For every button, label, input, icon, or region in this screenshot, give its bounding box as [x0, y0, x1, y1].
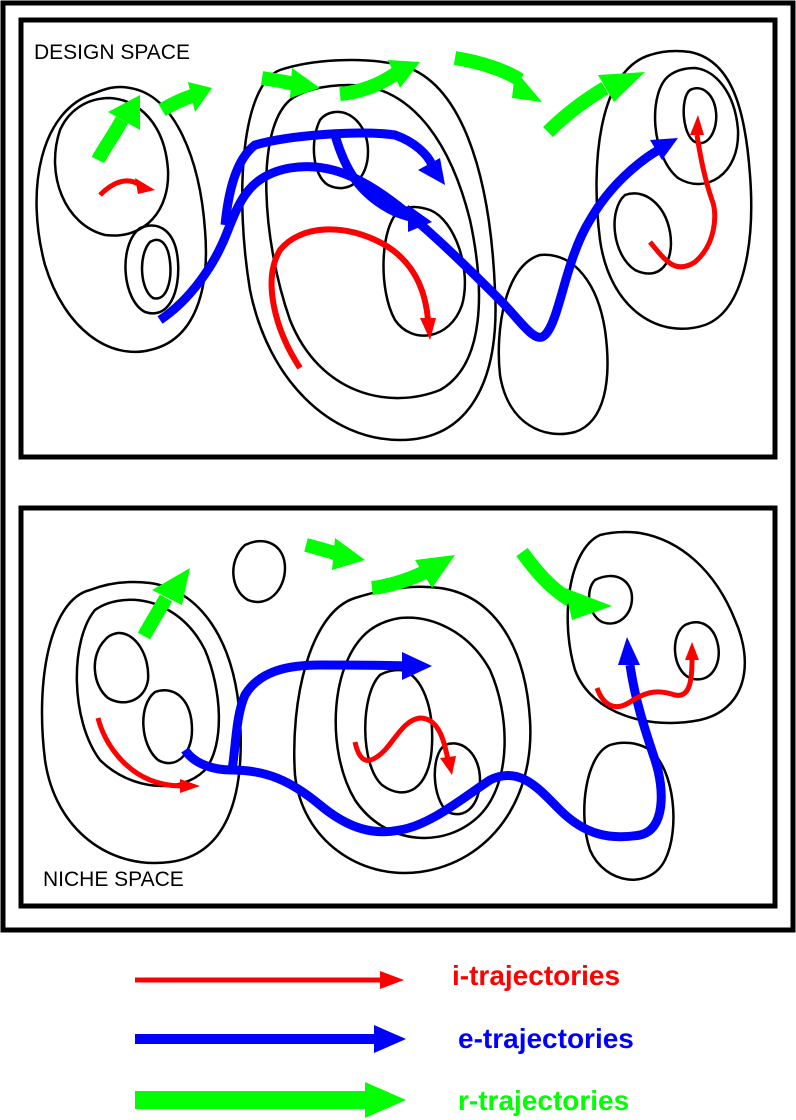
region-outline — [93, 631, 150, 704]
i-trajectory-arrowhead — [180, 779, 200, 793]
i-trajectories-group — [98, 115, 718, 370]
design-space-label: DESIGN SPACE — [34, 41, 190, 64]
e-trajectory-arrowhead — [650, 138, 678, 160]
r-trajectory — [543, 81, 609, 137]
region-outline — [334, 616, 506, 840]
i-trajectory — [648, 134, 718, 270]
e-trajectory-arrowhead — [408, 205, 432, 232]
r-trajectory-arrowhead — [188, 82, 212, 112]
region-outline — [124, 224, 180, 315]
e-trajectory-arrowhead — [418, 158, 445, 185]
r-trajectory — [339, 66, 403, 101]
i-trajectory — [268, 226, 431, 370]
legend-item-i: i-trajectories — [135, 960, 620, 991]
r-trajectory-arrowhead — [565, 588, 612, 620]
r-trajectory-arrowhead — [152, 568, 190, 605]
region-outline — [232, 539, 287, 603]
legend-e-arrowhead — [374, 1025, 406, 1053]
e-trajectory — [157, 144, 665, 342]
region-outline — [75, 598, 221, 788]
e-trajectory-arrowhead — [618, 637, 640, 665]
r-trajectory-arrowhead — [290, 68, 320, 98]
r-trajectory — [516, 547, 574, 607]
design-space-border — [18, 17, 778, 460]
r-trajectory-arrowhead — [332, 538, 365, 570]
r-trajectory — [137, 594, 173, 640]
e-trajectories-group — [181, 637, 666, 842]
legend-i-label: i-trajectories — [452, 960, 620, 991]
i-trajectory-arrowhead — [420, 318, 436, 340]
r-trajectory — [260, 71, 298, 91]
legend-item-r: r-trajectories — [135, 1082, 629, 1118]
r-trajectory-arrowhead — [108, 95, 140, 130]
e-trajectory — [220, 128, 437, 226]
r-trajectory-arrowhead — [512, 70, 542, 102]
e-trajectory — [227, 660, 406, 771]
r-trajectory — [371, 565, 428, 595]
e-trajectory — [181, 664, 666, 842]
r-trajectory — [158, 89, 195, 117]
i-trajectory — [352, 715, 451, 763]
r-trajectories-group — [91, 51, 645, 164]
region-outline — [653, 66, 740, 186]
region-outline — [566, 530, 747, 725]
r-trajectory-arrowhead — [598, 72, 645, 102]
region-outline — [53, 96, 170, 237]
outer-frame — [0, 0, 796, 933]
region-outline — [497, 253, 609, 436]
i-trajectory — [95, 717, 183, 789]
region-outline — [40, 580, 242, 865]
legend-i-arrowhead — [380, 971, 404, 989]
region-outline — [140, 238, 172, 300]
r-trajectory — [91, 116, 129, 164]
i-trajectory — [98, 178, 142, 197]
niche-space-border — [18, 505, 778, 909]
legend-e-label: e-trajectories — [458, 1023, 634, 1054]
r-trajectories-group — [137, 538, 612, 640]
region-outline — [613, 192, 673, 275]
region-outline — [673, 621, 720, 681]
r-trajectory-arrowhead — [415, 555, 455, 588]
r-trajectory — [304, 538, 341, 561]
region-outline — [682, 87, 718, 145]
i-trajectory-arrowhead — [690, 115, 704, 135]
r-trajectory — [453, 51, 524, 86]
region-outline — [433, 742, 482, 816]
i-trajectory — [594, 659, 695, 709]
region-outline — [35, 85, 208, 354]
i-trajectory-arrowhead — [440, 756, 456, 775]
niche-space-label: NICHE SPACE — [43, 868, 184, 891]
i-trajectory-arrowhead — [685, 642, 699, 660]
legend: i-trajectories e-trajectories r-trajecto… — [135, 960, 634, 1118]
design-space-panel: DESIGN SPACE — [18, 17, 778, 460]
i-trajectory-arrowhead — [135, 178, 155, 194]
region-outline — [382, 205, 467, 337]
niche-space-panel: NICHE SPACE — [18, 505, 778, 909]
region-outline — [142, 689, 194, 765]
e-trajectory-arrowhead — [402, 652, 432, 680]
e-trajectories-group — [157, 128, 678, 342]
region-outline — [595, 49, 753, 330]
legend-r-arrowhead — [365, 1082, 406, 1118]
legend-r-label: r-trajectories — [458, 1085, 629, 1116]
legend-item-e: e-trajectories — [135, 1023, 634, 1054]
region-outline — [293, 585, 532, 875]
r-trajectory-arrowhead — [388, 60, 420, 88]
i-trajectories-group — [95, 642, 699, 793]
